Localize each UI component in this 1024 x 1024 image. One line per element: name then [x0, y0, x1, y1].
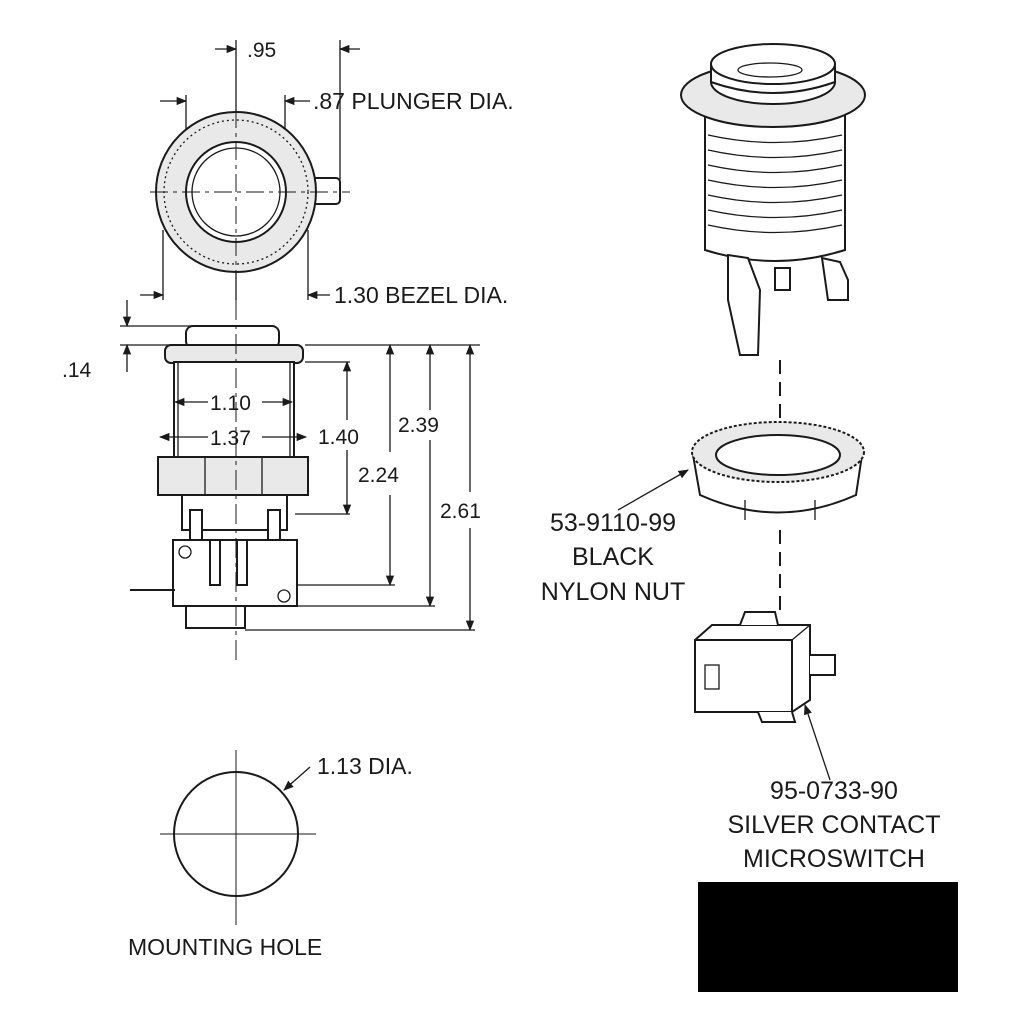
black-bar	[698, 882, 958, 992]
dim-thread-width: 1.37	[210, 427, 251, 450]
nut-color-label: BLACK	[572, 543, 654, 571]
dim-height-b: 2.39	[398, 414, 439, 437]
switch-contact-label: SILVER CONTACT	[728, 811, 941, 839]
dim-inner-width: 1.10	[210, 392, 251, 415]
side-view	[120, 300, 480, 660]
switch-type-label: MICROSWITCH	[743, 845, 925, 873]
pushbutton-3d	[680, 43, 866, 356]
nylon-nut-3d	[617, 421, 865, 520]
nut-part-number: 53-9110-99	[550, 509, 676, 537]
dim-mount-dia: 1.13 DIA.	[317, 753, 413, 779]
dim-thread-length: 1.40	[318, 426, 359, 449]
nut-material-label: NYLON NUT	[541, 578, 685, 606]
switch-part-number: 95-0733-90	[770, 777, 898, 805]
microswitch-3d	[694, 611, 836, 781]
top-view	[140, 40, 360, 300]
mounting-hole-view	[160, 750, 316, 925]
dim-height-a: 2.24	[358, 464, 399, 487]
dim-bezel-height: .14	[62, 359, 92, 382]
dim-top-width: .95	[247, 39, 276, 62]
dim-plunger-dia: .87 PLUNGER DIA.	[313, 88, 514, 114]
dim-height-c: 2.61	[440, 500, 481, 523]
mounting-hole-label: MOUNTING HOLE	[128, 934, 322, 960]
dim-bezel-dia: 1.30 BEZEL DIA.	[334, 282, 508, 308]
